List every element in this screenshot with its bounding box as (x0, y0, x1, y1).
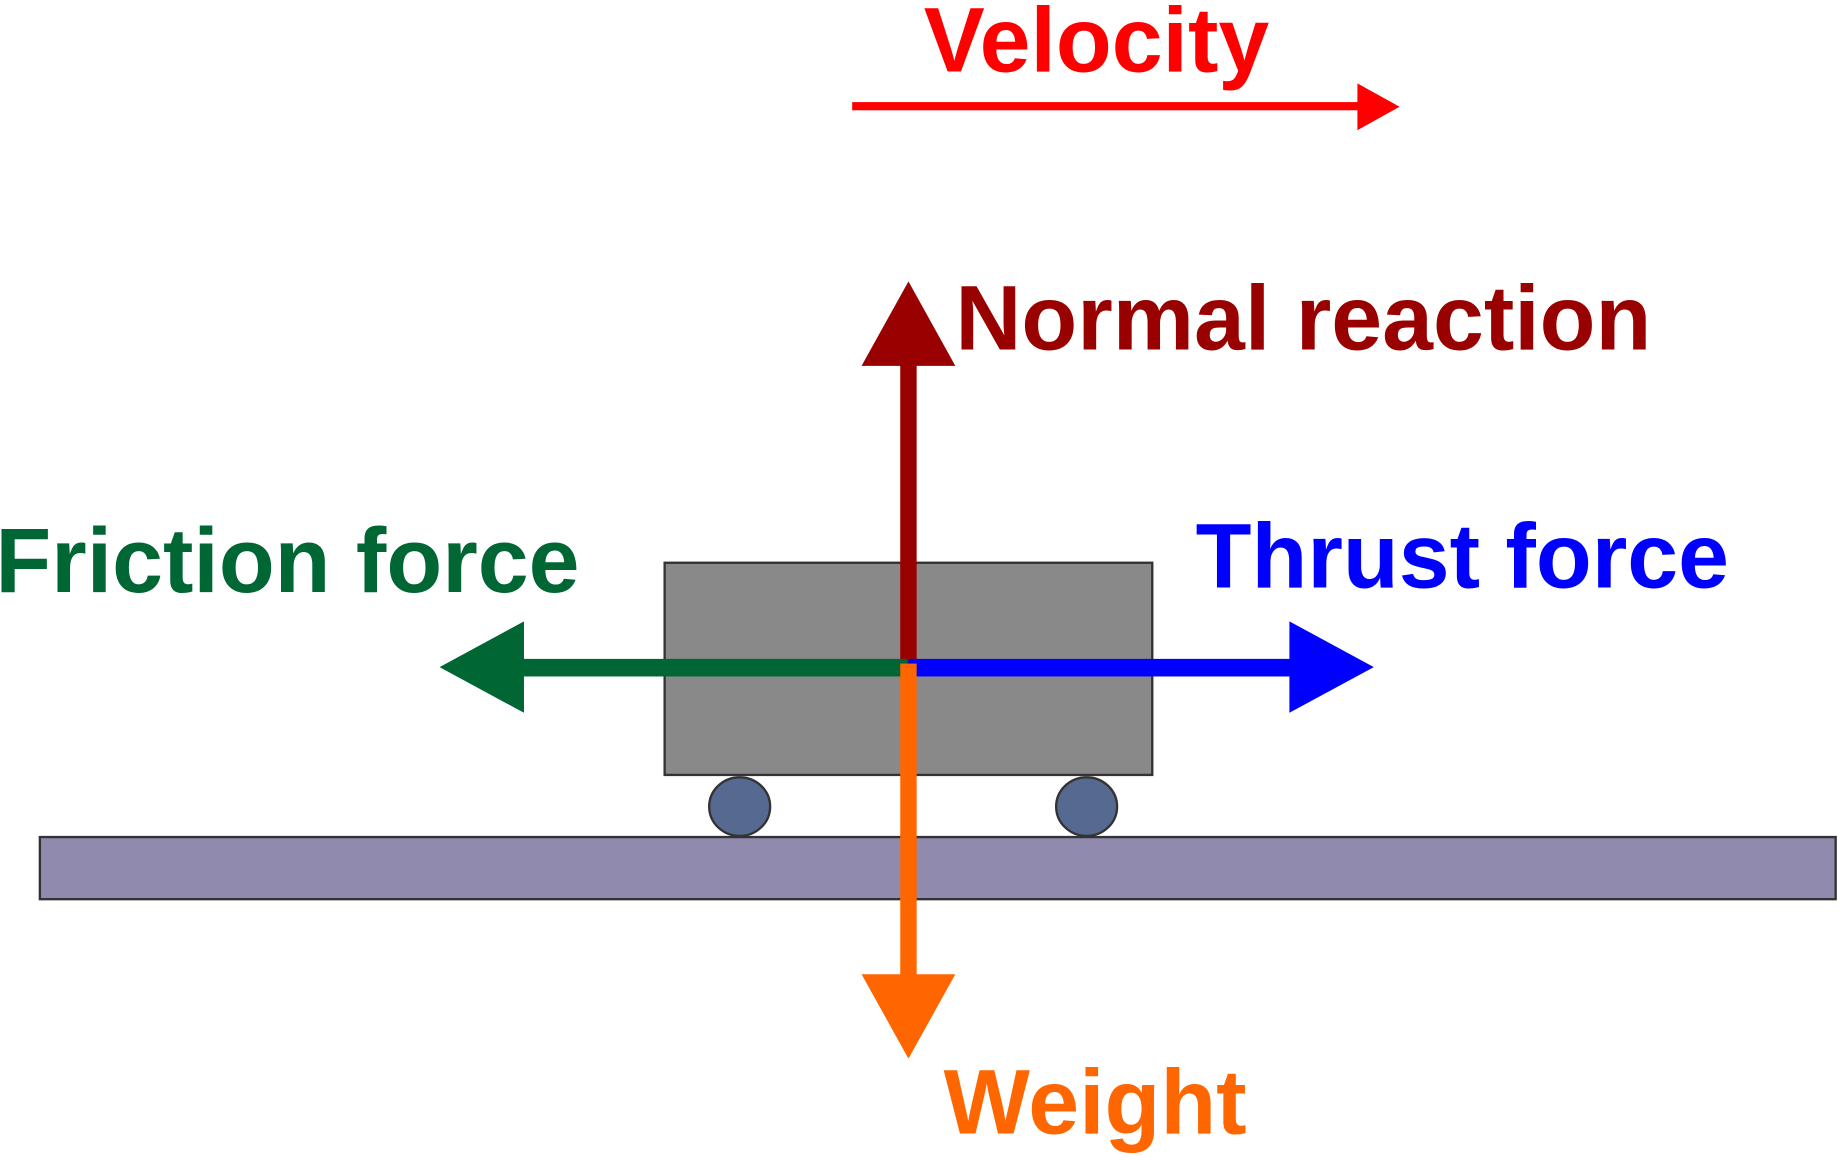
weight-arrow (861, 663, 956, 1059)
friction-force-arrow (439, 621, 908, 713)
thrust-force-label: Thrust force (1196, 505, 1729, 607)
normal-reaction-label: Normal reaction (955, 267, 1651, 369)
friction-force-label: Friction force (0, 510, 579, 612)
velocity-label: Velocity (924, 0, 1270, 92)
ground (38, 835, 1837, 901)
wheel-left (708, 776, 772, 838)
weight-label: Weight (944, 1052, 1247, 1154)
normal-reaction-arrow (861, 281, 956, 664)
velocity-arrow (852, 83, 1400, 131)
thrust-force-arrow (908, 621, 1374, 713)
wheel-right (1054, 776, 1119, 838)
